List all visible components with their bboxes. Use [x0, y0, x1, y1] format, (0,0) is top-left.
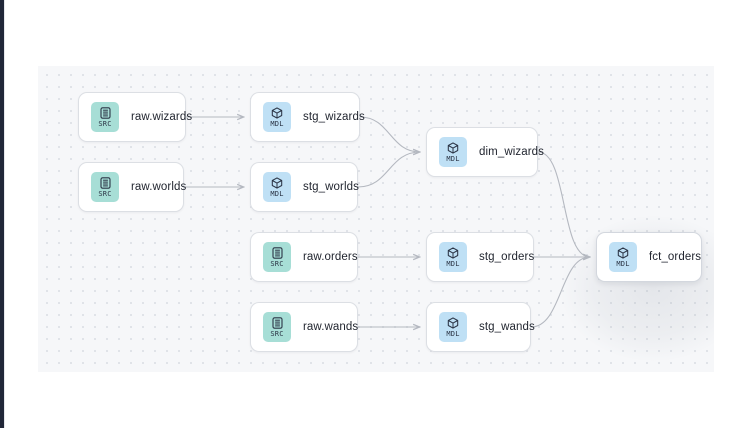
lineage-node-fct_orders[interactable]: MDL fct_orders: [596, 232, 702, 282]
node-type-label: SRC: [270, 329, 284, 338]
node-label: stg_wands: [479, 321, 535, 333]
edge-stg-wands-to-fct-orders: [530, 257, 590, 328]
cube-icon: [447, 316, 459, 329]
node-type-badge-mdl: MDL: [439, 137, 467, 167]
node-label: raw.wands: [303, 321, 359, 333]
node-type-badge-mdl: MDL: [263, 102, 291, 132]
cube-icon: [617, 246, 629, 259]
lineage-node-raw_wizards[interactable]: SRC raw.wizards: [78, 92, 192, 142]
lineage-node-stg_wands[interactable]: MDL stg_wands: [426, 302, 535, 352]
node-type-label: SRC: [270, 259, 284, 268]
left-nav-rail: [0, 0, 4, 428]
node-type-badge-mdl: MDL: [609, 242, 637, 272]
node-type-label: SRC: [98, 189, 112, 198]
node-label: stg_wizards: [303, 111, 365, 123]
lineage-node-raw_orders[interactable]: SRC raw.orders: [250, 232, 358, 282]
database-icon: [271, 316, 283, 329]
lineage-node-stg_orders[interactable]: MDL stg_orders: [426, 232, 534, 282]
edge-stg-worlds-to-dim-wizards: [357, 152, 420, 188]
node-label: stg_orders: [479, 251, 535, 263]
node-label: fct_orders: [649, 251, 702, 263]
node-type-badge-mdl: MDL: [439, 312, 467, 342]
lineage-node-stg_wizards[interactable]: MDL stg_wizards: [250, 92, 365, 142]
node-type-label: SRC: [98, 119, 112, 128]
left-rail-divider: [4, 0, 5, 428]
database-icon: [99, 176, 111, 189]
node-type-label: MDL: [616, 259, 630, 268]
cube-icon: [271, 106, 283, 119]
node-type-badge-src: SRC: [91, 172, 119, 202]
node-type-label: MDL: [446, 259, 460, 268]
node-label: dim_wizards: [479, 146, 545, 158]
lineage-node-stg_worlds[interactable]: MDL stg_worlds: [250, 162, 359, 212]
lineage-node-dim_wizards[interactable]: MDL dim_wizards: [426, 127, 544, 177]
node-type-badge-mdl: MDL: [263, 172, 291, 202]
lineage-node-raw_wands[interactable]: SRC raw.wands: [250, 302, 358, 352]
cube-icon: [447, 246, 459, 259]
node-type-label: MDL: [270, 119, 284, 128]
node-type-badge-src: SRC: [263, 312, 291, 342]
node-type-badge-mdl: MDL: [439, 242, 467, 272]
node-type-badge-src: SRC: [91, 102, 119, 132]
node-type-label: MDL: [446, 329, 460, 338]
node-label: raw.worlds: [131, 181, 187, 193]
node-label: stg_worlds: [303, 181, 359, 193]
node-type-label: MDL: [270, 189, 284, 198]
database-icon: [99, 106, 111, 119]
node-type-label: MDL: [446, 154, 460, 163]
cube-icon: [447, 141, 459, 154]
cube-icon: [271, 176, 283, 189]
edge-stg-wizards-to-dim-wizards: [359, 116, 420, 152]
database-icon: [271, 246, 283, 259]
lineage-node-raw_worlds[interactable]: SRC raw.worlds: [78, 162, 187, 212]
node-type-badge-src: SRC: [263, 242, 291, 272]
edge-dim-wizards-to-fct-orders: [537, 151, 590, 257]
node-label: raw.orders: [303, 251, 358, 263]
node-label: raw.wizards: [131, 111, 193, 123]
lineage-edges: [184, 66, 714, 372]
